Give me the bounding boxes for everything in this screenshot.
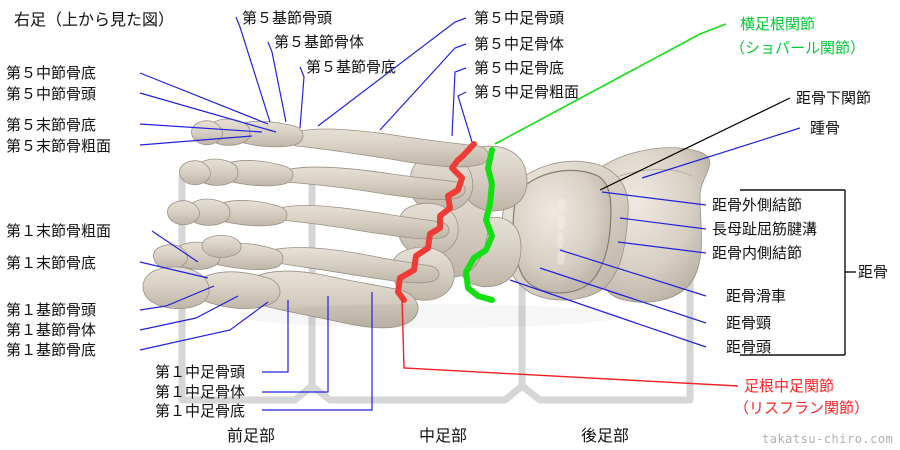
chopart-leader xyxy=(494,23,727,145)
label-fifth-metatarsal-body: 第５中足骨体 xyxy=(474,35,565,53)
first-distal-phalanx-bone xyxy=(142,266,210,310)
lisfranc-leader xyxy=(401,297,739,387)
label-first-metatarsal-base: 第１中足骨底 xyxy=(155,402,246,420)
label-talar-head: 距骨頭 xyxy=(726,338,772,356)
watermark: takatsu-chiro.com xyxy=(762,432,894,446)
label-talus-medial-tubercle: 距骨内側結節 xyxy=(712,244,803,262)
label-first-metatarsal-body: 第１中足骨体 xyxy=(155,383,246,401)
label-calcaneus: 踵骨 xyxy=(810,119,841,137)
fifth-metatarsal-bone xyxy=(288,128,489,168)
subtalar-leader xyxy=(599,97,791,191)
fourth-distal-phalanx-bone xyxy=(179,160,211,186)
label-lisfranc-joint-line2: （リスフラン関節） xyxy=(734,399,870,417)
label-talus-bracket: 距骨 xyxy=(858,263,889,281)
leader-lines xyxy=(139,16,801,411)
talar-trochlea-surface xyxy=(512,169,612,294)
label-chopart-joint-line1: 横足根関節 xyxy=(740,15,816,33)
label-fifth-metatarsal-base: 第５中足骨底 xyxy=(474,59,565,77)
chopart-joint-line xyxy=(463,147,495,303)
label-talus-lateral-tubercle: 距骨外側結節 xyxy=(712,196,803,214)
label-fifth-proximal-phalanx-head: 第５基節骨頭 xyxy=(242,9,333,27)
label-first-proximal-phalanx-body: 第１基節骨体 xyxy=(6,321,97,339)
label-talar-neck: 距骨頸 xyxy=(726,314,772,332)
page-title: 右足（上から見た図） xyxy=(14,10,175,29)
talus-bracket-lines xyxy=(740,189,856,356)
region-label-midfoot: 中足部 xyxy=(419,426,468,445)
second-distal-phalanx-bone xyxy=(153,244,188,270)
label-first-proximal-phalanx-head: 第１基節骨頭 xyxy=(6,301,97,319)
region-label-forefoot: 前足部 xyxy=(227,426,276,445)
label-fifth-metatarsal-head: 第５中足骨頭 xyxy=(474,9,565,27)
label-lisfranc-joint-line1: 足根中足関節 xyxy=(744,377,835,395)
label-fifth-proximal-phalanx-body: 第５基節骨体 xyxy=(274,33,365,51)
second-toe-tip-bone xyxy=(201,235,242,258)
foot-skeleton-image xyxy=(142,118,711,329)
label-fifth-proximal-phalanx-base: 第５基節骨底 xyxy=(306,58,397,76)
fifth-distal-phalanx-bone xyxy=(191,120,223,146)
third-distal-phalanx-bone xyxy=(167,200,200,226)
label-fifth-middle-phalanx-base: 第５中節骨底 xyxy=(6,64,97,82)
region-label-hindfoot: 後足部 xyxy=(581,426,630,445)
label-chopart-joint-line2: （ショパール関節） xyxy=(730,39,866,57)
label-subtalar-joint: 距骨下関節 xyxy=(796,89,872,107)
label-flexor-hallucis-longus-groove: 長母趾屈筋腱溝 xyxy=(712,220,818,238)
label-talar-trochlea: 距骨滑車 xyxy=(726,287,787,305)
label-fifth-distal-phalanx-base: 第５末節骨底 xyxy=(6,116,97,134)
lisfranc-joint-line xyxy=(395,141,477,303)
label-fifth-middle-phalanx-head: 第５中節骨頭 xyxy=(6,85,97,103)
label-fifth-metatarsal-tuberosity: 第５中足骨粗面 xyxy=(474,83,580,101)
label-first-distal-phalanx-base: 第１末節骨底 xyxy=(6,254,97,272)
label-fifth-distal-phalanx-tuberosity: 第５末節骨粗面 xyxy=(6,137,112,155)
label-first-proximal-phalanx-base: 第１基節骨底 xyxy=(6,341,97,359)
label-first-distal-phalanx-tuberosity: 第１末節骨粗面 xyxy=(6,222,112,240)
label-first-metatarsal-head: 第１中足骨頭 xyxy=(155,363,246,381)
